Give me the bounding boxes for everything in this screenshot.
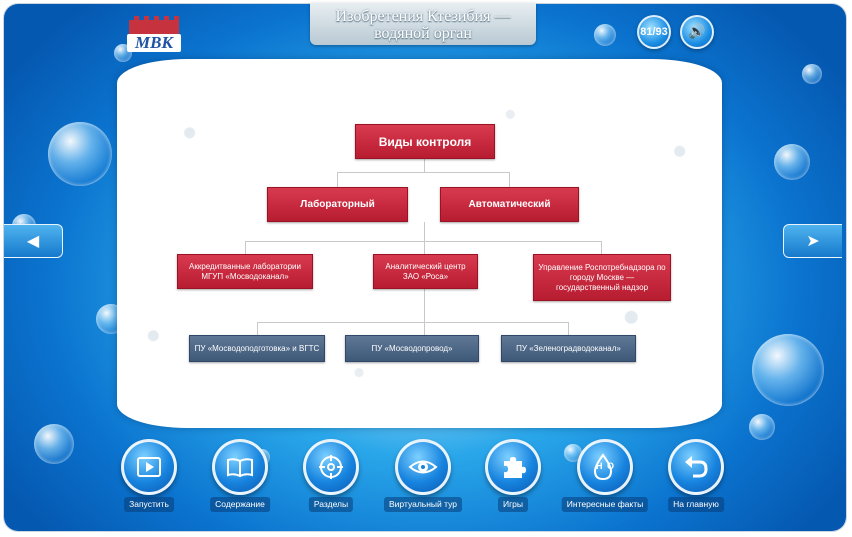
diagram-node-mosvodopodgotovka: ПУ «Мосводоподготовка» и ВГТС	[189, 335, 325, 362]
decor-bubble	[749, 414, 775, 440]
water-formula-text: H O	[596, 461, 616, 471]
connector-line	[424, 222, 425, 242]
decor-bubble	[34, 424, 74, 464]
back-arrow-icon	[685, 456, 708, 478]
connector-line	[568, 322, 569, 335]
sound-button[interactable]: 🔊	[680, 15, 714, 49]
diagram-node-laboratory: Лабораторный	[267, 187, 408, 222]
diagram-node-mosvodoprovod: ПУ «Мосводопровод»	[345, 335, 479, 362]
connector-line	[257, 322, 258, 335]
launch-label: Запустить	[124, 497, 174, 512]
decor-bubble	[752, 334, 824, 406]
eye-icon	[408, 460, 438, 474]
games-button[interactable]	[485, 439, 541, 495]
connector-line	[257, 322, 569, 323]
launch-button[interactable]	[121, 439, 177, 495]
home-label: На главную	[668, 497, 724, 512]
connector-line	[424, 159, 425, 173]
diagram-root-node: Виды контроля	[355, 124, 495, 159]
connector-line	[245, 241, 246, 254]
diagram-node-mosvodokanal-labs: Аккредитванные лаборатории МГУП «Мосводо…	[177, 254, 313, 289]
decor-bubble	[594, 24, 616, 46]
play-icon	[137, 457, 161, 477]
content-panel	[117, 59, 722, 428]
connector-line	[337, 172, 510, 173]
decor-bubble	[48, 122, 112, 186]
interesting-facts-label: Интересные факты	[561, 497, 649, 512]
connector-line	[337, 172, 338, 187]
connector-line	[245, 241, 602, 242]
home-button[interactable]	[668, 439, 724, 495]
contents-label: Содержание	[210, 497, 270, 512]
decor-bubble	[802, 64, 822, 84]
diagram-node-rosa-center: Аналитический центр ЗАО «Роса»	[373, 254, 478, 289]
castle-wall-icon	[129, 16, 179, 34]
page-counter: 81/93	[637, 15, 671, 49]
previous-page-button[interactable]: ◀	[4, 224, 63, 258]
connector-line	[509, 172, 510, 187]
virtual-tour-button[interactable]	[395, 439, 451, 495]
speaker-icon: 🔊	[688, 23, 706, 39]
target-icon	[319, 455, 343, 479]
logo: МВК	[127, 14, 181, 52]
diagram-node-zelenogradvodokanal: ПУ «Зеленоградводоканал»	[501, 335, 636, 362]
sections-label: Разделы	[308, 497, 354, 512]
arrow-left-icon: ◀	[26, 233, 40, 250]
arrow-right-icon: ➤	[806, 233, 820, 250]
sections-button[interactable]	[303, 439, 359, 495]
connector-line	[424, 322, 425, 335]
next-page-button[interactable]: ➤	[783, 224, 842, 258]
puzzle-icon	[504, 457, 526, 478]
interesting-facts-button[interactable]: H O	[577, 439, 633, 495]
games-label: Игры	[497, 497, 529, 512]
connector-line	[424, 289, 425, 323]
connector-line	[424, 241, 425, 254]
diagram-node-automatic: Автоматический	[440, 187, 579, 222]
connector-line	[601, 241, 602, 254]
diagram-node-rospotrebnadzor: Управление Роспотребнадзора по городу Мо…	[533, 254, 671, 301]
page-title: Изобретения Ктезибия — водяной орган	[310, 3, 536, 45]
logo-text: МВК	[127, 34, 181, 52]
contents-button[interactable]	[212, 439, 268, 495]
virtual-tour-label: Виртуальный тур	[384, 497, 462, 512]
book-icon	[227, 458, 253, 478]
decor-bubble	[774, 144, 810, 180]
water-drop-icon	[593, 453, 613, 481]
